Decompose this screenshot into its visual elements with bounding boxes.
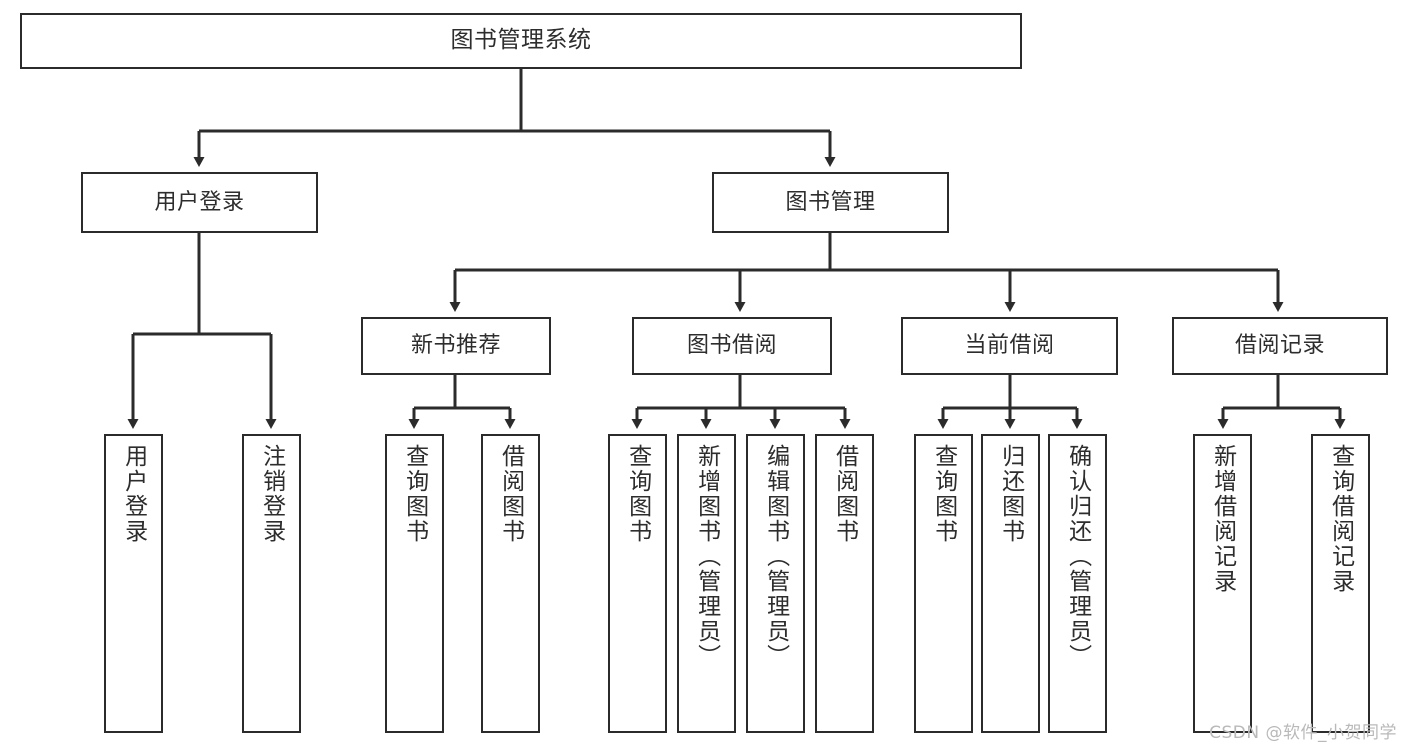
leaf-current-return-book[interactable]: 归还图书 xyxy=(981,434,1040,733)
node-label: 归还图书 xyxy=(997,444,1024,544)
node-user-login[interactable]: 用户登录 xyxy=(81,172,318,233)
leaf-borrow-edit-book-admin[interactable]: 编辑图书（管理员） xyxy=(746,434,805,733)
node-label: 借阅图书 xyxy=(831,444,858,544)
node-borrow-record[interactable]: 借阅记录 xyxy=(1172,317,1388,375)
node-label: 图书管理 xyxy=(785,189,876,215)
node-label: 查询图书 xyxy=(401,444,428,544)
node-label: 用户登录 xyxy=(154,189,245,215)
leaf-record-add-record[interactable]: 新增借阅记录 xyxy=(1193,434,1252,733)
node-current-borrow[interactable]: 当前借阅 xyxy=(901,317,1118,375)
node-root-system[interactable]: 图书管理系统 xyxy=(20,13,1022,69)
node-label: 查询借阅记录 xyxy=(1327,444,1354,594)
node-label: 当前借阅 xyxy=(964,333,1055,359)
node-label: 图书管理系统 xyxy=(450,27,592,54)
csdn-watermark: CSDN @软件_小贺同学 xyxy=(1209,723,1397,743)
leaf-current-confirm-return-admin[interactable]: 确认归还（管理员） xyxy=(1048,434,1107,733)
node-label: 查询图书 xyxy=(930,444,957,544)
node-new-book-recommend[interactable]: 新书推荐 xyxy=(361,317,551,375)
node-label: 图书借阅 xyxy=(686,333,777,359)
leaf-current-query-book[interactable]: 查询图书 xyxy=(914,434,973,733)
node-label: 编辑图书（管理员） xyxy=(762,444,789,669)
node-label: 新增图书（管理员） xyxy=(693,444,720,669)
leaf-record-query-record[interactable]: 查询借阅记录 xyxy=(1311,434,1370,733)
node-label: 查询图书 xyxy=(624,444,651,544)
node-label: 用户登录 xyxy=(120,444,147,544)
node-label: 注销登录 xyxy=(258,444,285,544)
leaf-user-login-logout[interactable]: 注销登录 xyxy=(242,434,301,733)
node-label: 新书推荐 xyxy=(410,333,501,359)
leaf-user-login-login[interactable]: 用户登录 xyxy=(104,434,163,733)
node-book-management[interactable]: 图书管理 xyxy=(712,172,949,233)
node-label: 新增借阅记录 xyxy=(1209,444,1236,594)
node-label: 确认归还（管理员） xyxy=(1064,444,1091,669)
leaf-borrow-borrow-book[interactable]: 借阅图书 xyxy=(815,434,874,733)
leaf-recommend-query-book[interactable]: 查询图书 xyxy=(385,434,444,733)
node-label: 借阅图书 xyxy=(497,444,524,544)
leaf-borrow-query-book[interactable]: 查询图书 xyxy=(608,434,667,733)
node-book-borrow[interactable]: 图书借阅 xyxy=(632,317,832,375)
leaf-recommend-borrow-book[interactable]: 借阅图书 xyxy=(481,434,540,733)
leaf-borrow-add-book-admin[interactable]: 新增图书（管理员） xyxy=(677,434,736,733)
node-label: 借阅记录 xyxy=(1234,333,1325,359)
